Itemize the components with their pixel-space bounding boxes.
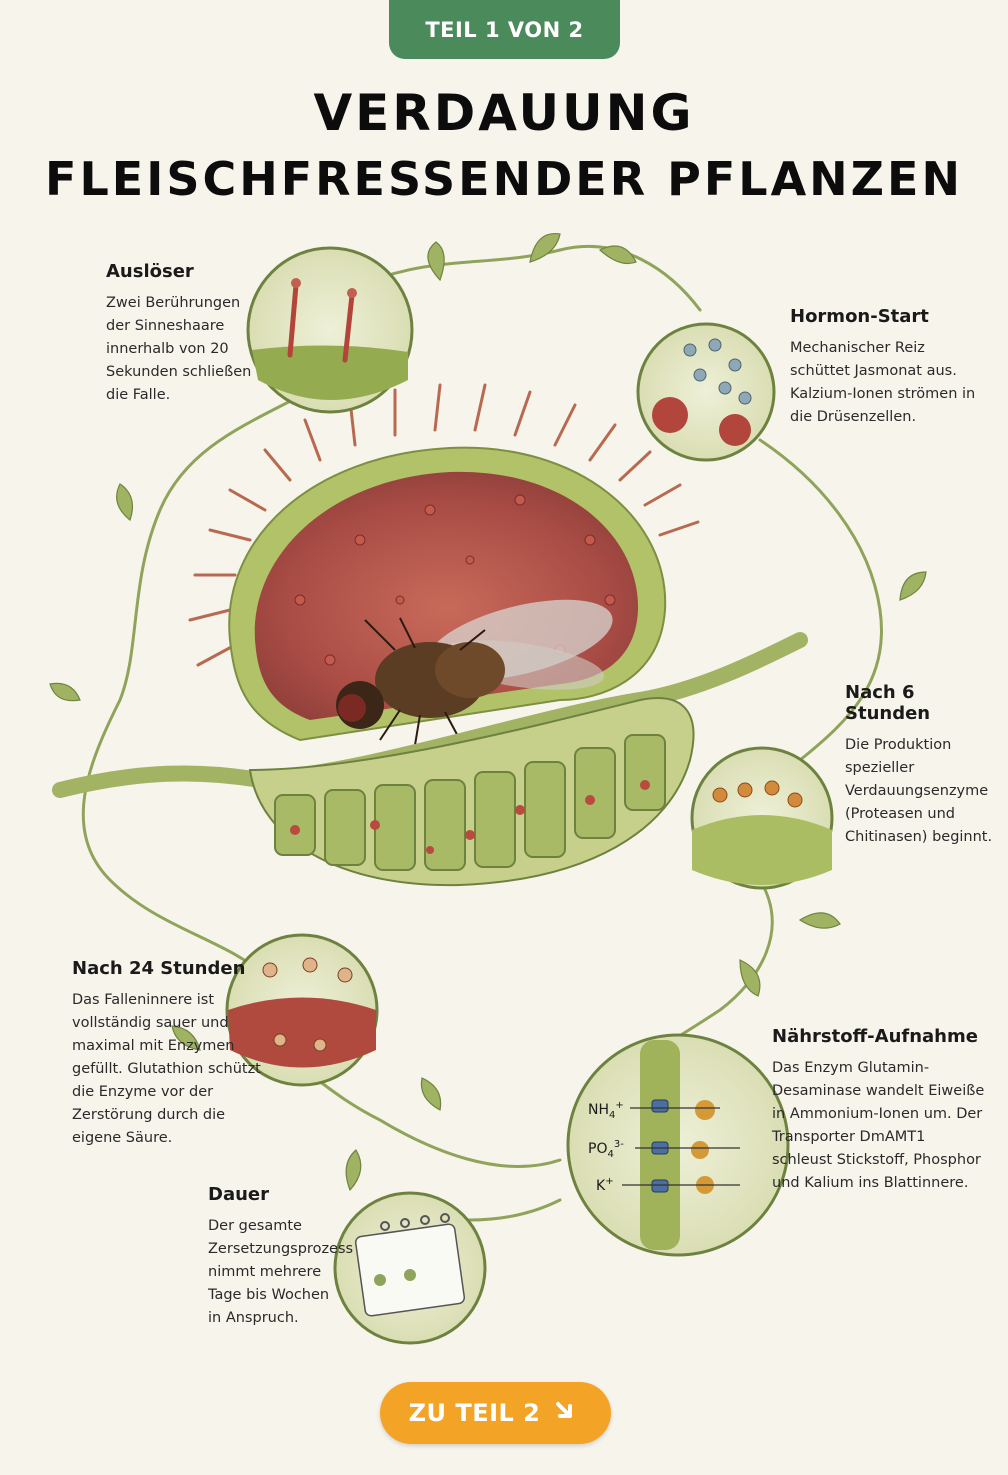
step-nutrient-uptake: Nährstoff-Aufnahme Das Enzym Glutamin-De…	[772, 1026, 987, 1195]
vine-decoration	[81, 245, 883, 1222]
step-after-6-hours: Nach 6 Stunden Die Produktion spezieller…	[845, 682, 995, 849]
detail-circle-hormone	[636, 322, 776, 462]
detail-circle-calendar	[333, 1191, 487, 1345]
step-text: Die Produktion spezieller Verdauungsenzy…	[845, 737, 993, 845]
detail-circle-enzymes	[690, 746, 834, 890]
step-title: Nach 24 Stunden	[72, 958, 246, 979]
step-text: Zwei Berührungen der Sinneshaare innerha…	[106, 295, 252, 403]
step-title: Auslöser	[106, 261, 194, 282]
page-title-line-2: FLEISCHFRESSENDER PFLANZEN	[45, 152, 963, 206]
step-title: Hormon-Start	[790, 306, 929, 327]
detail-circle-nutrient-uptake: NH4+ PO43- K+	[566, 1033, 790, 1257]
step-text: Mechanischer Reiz schüttet Jasmonat aus.…	[790, 340, 976, 425]
page-title-line-1: VERDAUUNG	[313, 84, 695, 142]
step-title: Nährstoff-Aufnahme	[772, 1026, 978, 1047]
step-hormone: Hormon-Start Mechanischer Reiz schüttet …	[790, 306, 985, 429]
detail-circle-acid	[225, 933, 379, 1087]
ion-label-phosphate: PO43-	[588, 1139, 624, 1160]
part-badge: TEIL 1 VON 2	[389, 0, 620, 59]
trap-lower-lobe	[52, 632, 808, 887]
step-title: Nach 6 Stunden	[845, 682, 931, 724]
step-text: Das Falleninnere ist vollständig sauer u…	[72, 992, 261, 1146]
fly-illustration	[336, 599, 613, 746]
detail-circle-trigger-hairs	[246, 246, 414, 414]
vine-leaves	[49, 232, 927, 1192]
ion-label-ammonium: NH4+	[588, 1100, 624, 1121]
ion-label-potassium: K+	[596, 1176, 614, 1194]
step-title: Dauer	[208, 1184, 269, 1205]
next-part-label: ZU TEIL 2	[408, 1399, 541, 1427]
step-text: Das Enzym Glutamin-Desaminase wandelt Ei…	[772, 1060, 985, 1191]
next-part-button[interactable]: ZU TEIL 2	[380, 1382, 611, 1444]
step-trigger: Auslöser Zwei Berührungen der Sinneshaar…	[106, 261, 256, 407]
arrow-down-right-icon	[556, 1402, 573, 1418]
step-after-24-hours: Nach 24 Stunden Das Falleninnere ist vol…	[72, 958, 262, 1150]
step-duration: Dauer Der gesamte Zersetzungsprozess nim…	[208, 1184, 354, 1330]
step-text: Der gesamte Zersetzungsprozess nimmt meh…	[208, 1218, 354, 1326]
